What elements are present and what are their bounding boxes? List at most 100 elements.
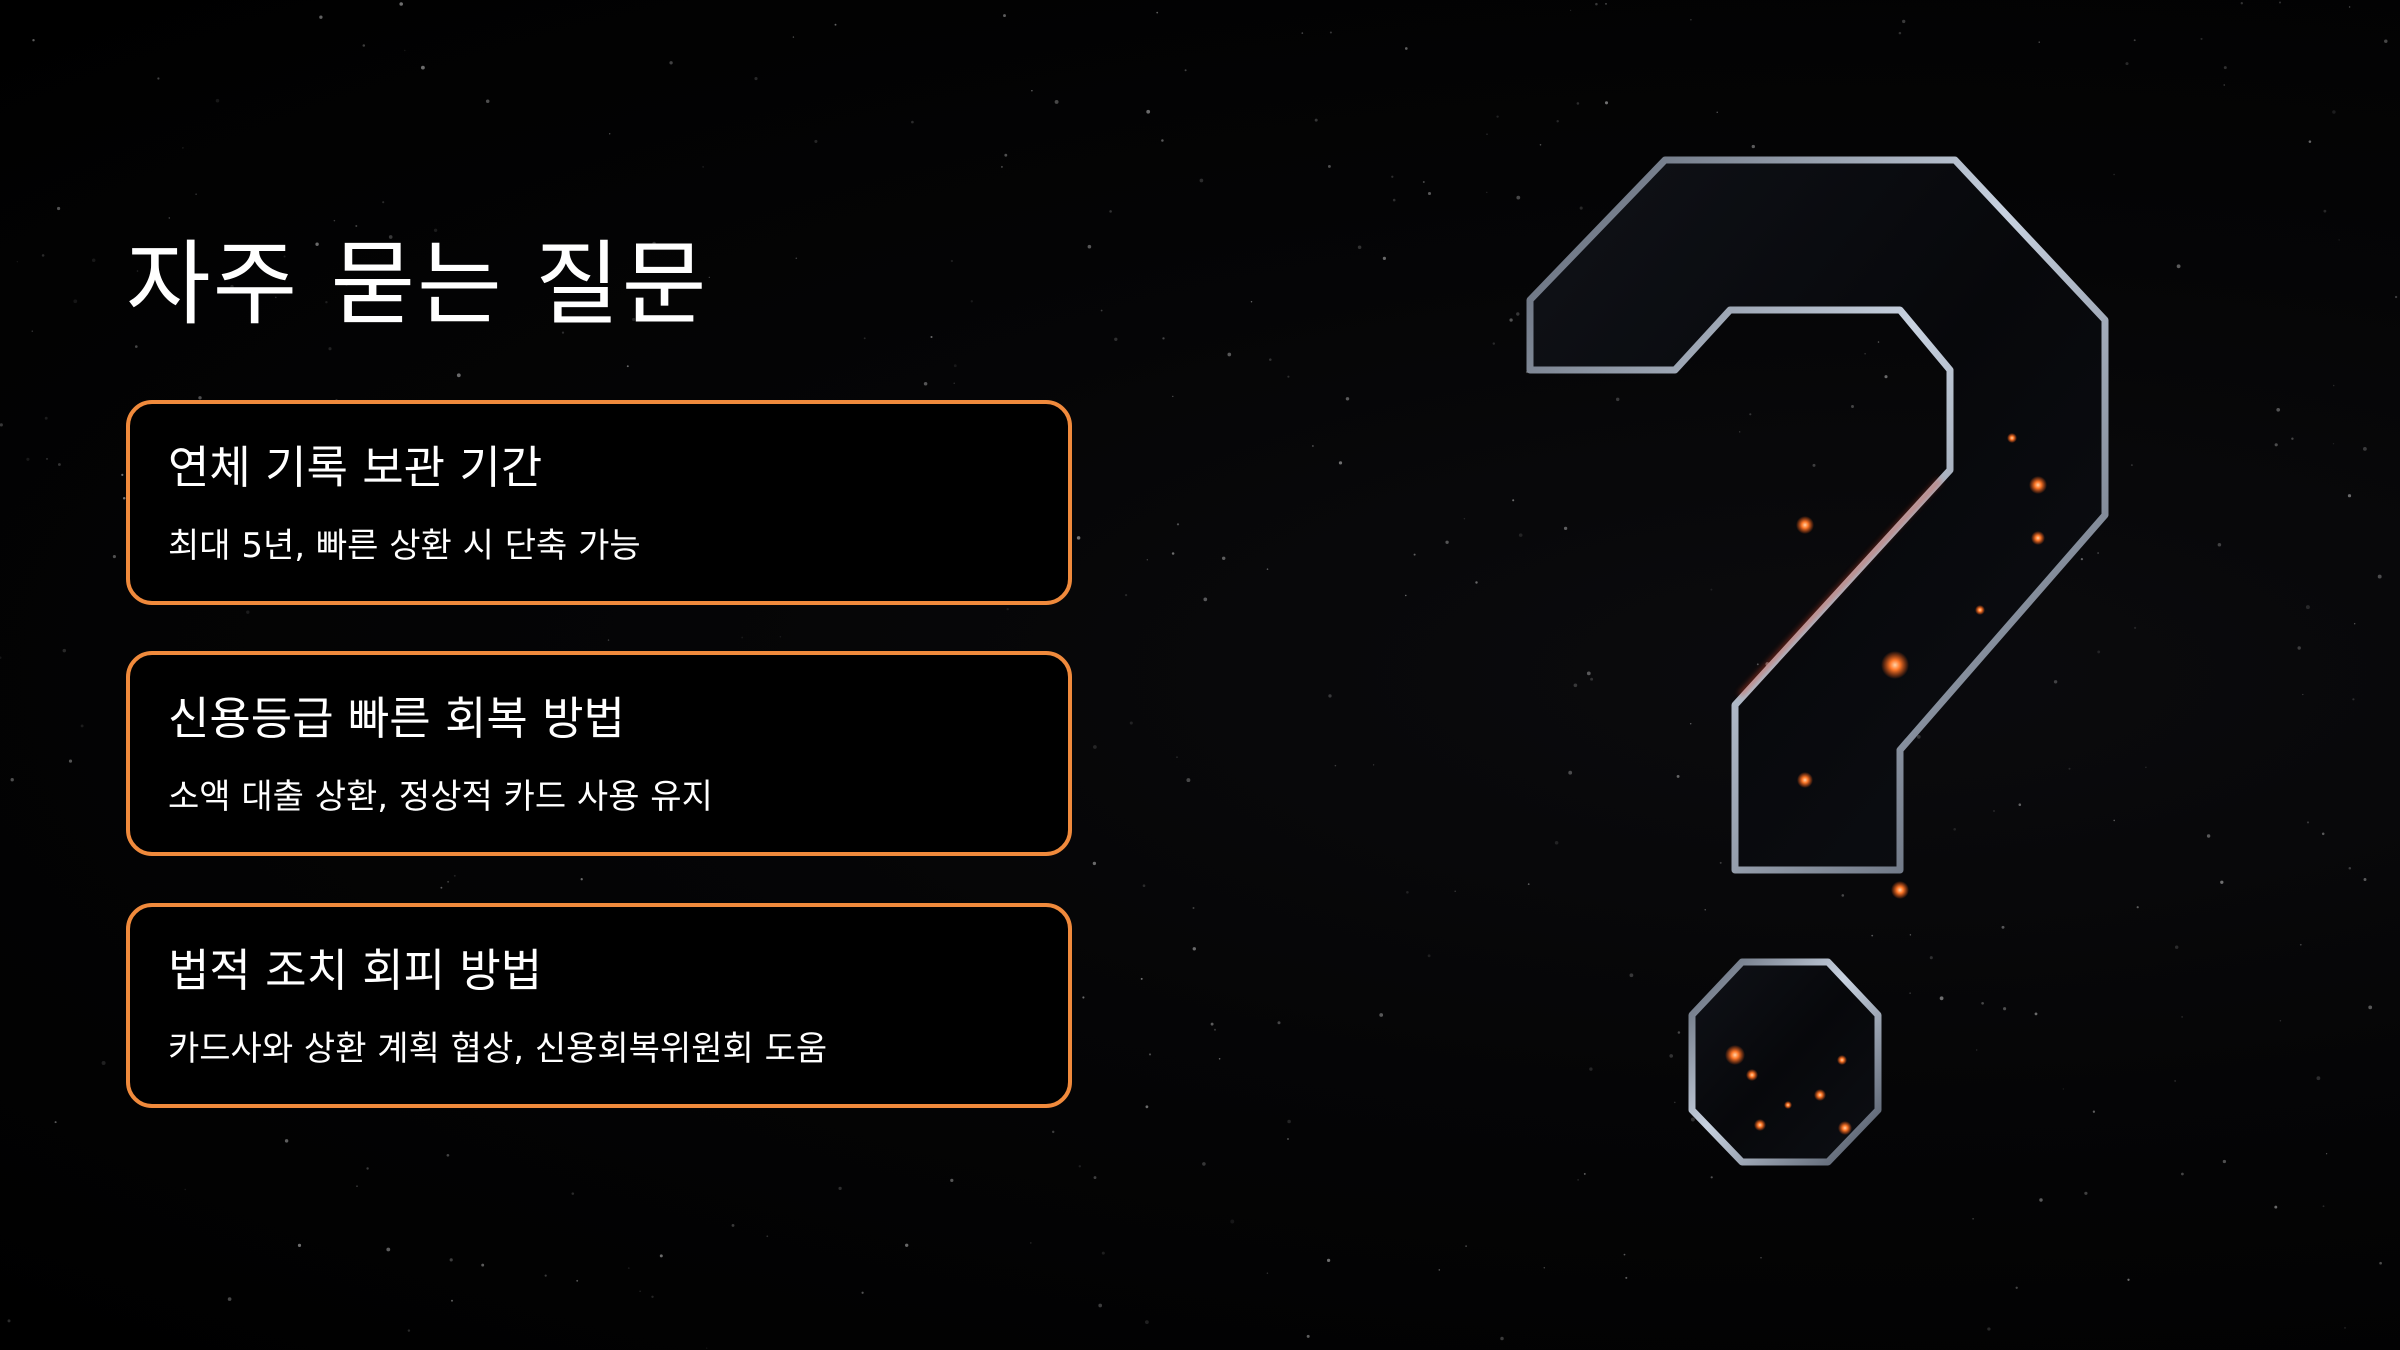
star-dot	[1976, 1049, 1978, 1051]
star-dot	[2223, 84, 2225, 86]
star-dot	[708, 276, 710, 278]
star-dot	[2113, 173, 2115, 176]
star-dot	[950, 259, 954, 263]
star-dot	[1512, 499, 1515, 502]
star-dot	[453, 874, 456, 877]
star-dot	[2222, 1159, 2227, 1164]
star-dot	[953, 382, 955, 384]
star-dot	[576, 1279, 579, 1282]
star-dot	[2133, 39, 2136, 42]
star-dot	[1704, 909, 1706, 911]
star-dot	[388, 235, 393, 239]
star-dot	[1689, 723, 1692, 725]
star-dot	[0, 423, 3, 427]
star-dot	[198, 396, 202, 400]
star-dot	[1277, 1021, 1281, 1025]
star-dot	[779, 635, 782, 638]
star-dot	[2321, 832, 2325, 836]
star-dot	[2368, 1005, 2373, 1010]
star-dot	[1109, 210, 1112, 213]
star-dot	[2001, 925, 2005, 929]
star-dot	[2332, 110, 2336, 114]
star-dot	[669, 61, 673, 65]
star-dot	[1287, 1119, 1291, 1124]
star-dot	[1812, 463, 1816, 467]
star-dot	[571, 1192, 575, 1195]
star-dot	[1404, 47, 1408, 50]
star-dot	[2092, 1110, 2096, 1113]
star-dot	[2200, 37, 2203, 40]
star-dot	[2384, 39, 2388, 43]
star-dot	[1568, 770, 1573, 775]
star-dot	[284, 1139, 289, 1143]
page-title: 자주 묻는 질문	[126, 231, 709, 338]
star-dot	[1129, 721, 1133, 725]
star-dot	[2176, 264, 2181, 269]
star-dot	[2181, 1172, 2184, 1176]
star-dot	[57, 206, 61, 211]
star-dot	[1172, 395, 1174, 398]
star-dot	[315, 242, 319, 246]
question-mark-hook	[1526, 156, 2109, 874]
star-dot	[440, 886, 443, 889]
star-dot	[1082, 996, 1085, 999]
star-dot	[1625, 1276, 1628, 1279]
star-dot	[399, 2, 403, 6]
star-dot	[1338, 461, 1343, 465]
star-dot	[911, 120, 914, 124]
star-dot	[112, 555, 116, 559]
star-dot	[1739, 431, 1741, 433]
star-dot	[91, 258, 96, 262]
star-dot	[950, 1178, 954, 1183]
star-dot	[1329, 31, 1332, 34]
question-mark-dot	[1688, 958, 1882, 1166]
star-dot	[1445, 540, 1449, 544]
star-dot	[905, 1243, 909, 1247]
star-dot	[446, 1153, 450, 1157]
star-dot	[1427, 191, 1432, 196]
star-dot	[2326, 1153, 2328, 1155]
star-dot	[1929, 956, 1933, 960]
star-dot	[1145, 1320, 1149, 1324]
star-dot	[1669, 1054, 1674, 1058]
star-dot	[2379, 1261, 2382, 1265]
star-dot	[1093, 745, 1097, 749]
star-dot	[1078, 1165, 1082, 1168]
star-dot	[659, 1254, 663, 1258]
star-dot	[731, 1223, 735, 1227]
star-dot	[2127, 1278, 2130, 1281]
star-dot	[1454, 890, 1456, 893]
star-dot	[1586, 671, 1591, 676]
star-dot	[2344, 1326, 2346, 1329]
star-dot	[838, 1186, 842, 1191]
star-dot	[930, 335, 933, 339]
star-dot	[1756, 663, 1759, 666]
star-dot	[333, 219, 336, 222]
star-dot	[2145, 766, 2147, 769]
star-dot	[2084, 1191, 2088, 1195]
star-dot	[1148, 1053, 1152, 1056]
star-dot	[1314, 118, 1318, 122]
star-dot	[561, 331, 565, 334]
star-dot	[2274, 1205, 2278, 1209]
star-dot	[1981, 1001, 1984, 1005]
question-mark-icon	[1526, 156, 2109, 1166]
star-dot	[1162, 337, 1165, 340]
star-dot	[639, 1290, 641, 1292]
star-dot	[122, 496, 126, 500]
star-dot	[2053, 680, 2058, 684]
star-dot	[319, 15, 323, 19]
star-dot	[1287, 375, 1290, 378]
star-dot	[328, 347, 332, 351]
star-dot	[481, 1263, 485, 1267]
star-dot	[2223, 66, 2227, 70]
star-dot	[2038, 41, 2040, 43]
star-dot	[1029, 1242, 1032, 1244]
star-dot	[2097, 552, 2099, 554]
faq-card: 법적 조치 회피 방법 카드사와 상환 계획 협상, 신용회복위원회 도움	[126, 903, 1072, 1108]
star-dot	[1076, 536, 1081, 540]
star-dot	[1203, 597, 1208, 602]
star-dot	[1605, 3, 1607, 5]
star-dot	[2039, 1198, 2043, 1202]
star-dot	[627, 1267, 630, 1269]
